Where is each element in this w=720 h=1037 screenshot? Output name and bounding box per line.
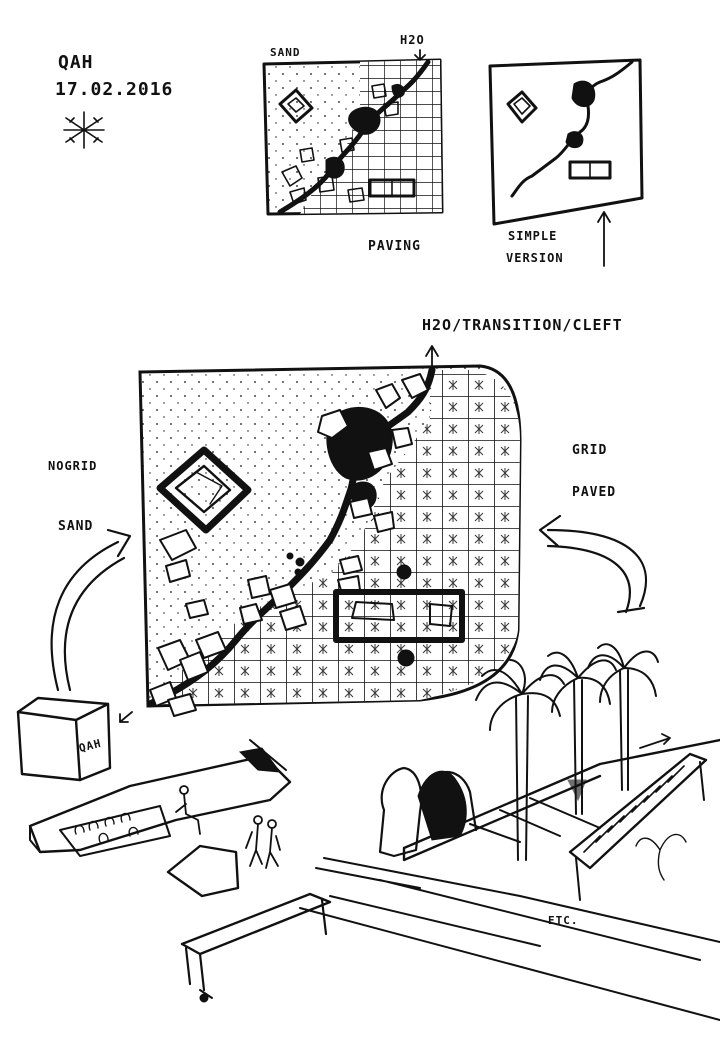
snowflake-icon — [63, 111, 105, 149]
palm-trees — [475, 643, 659, 861]
thumbnail-simple-frame — [488, 58, 644, 226]
caption-simple: SIMPLE — [508, 229, 557, 243]
label-grid: GRID — [572, 443, 607, 458]
kiosk-box: QAH — [16, 696, 112, 782]
main-plan-title: H2O/TRANSITION/CLEFT — [422, 316, 623, 334]
arrow-up-icon — [597, 211, 611, 267]
fountain-dot-2 — [397, 649, 415, 667]
wall-panel — [568, 752, 708, 870]
stepping-stones — [149, 373, 429, 717]
long-bench — [180, 892, 332, 956]
label-nogrid: NOGRID — [48, 459, 97, 473]
thumbnail-stones — [281, 83, 399, 205]
caption-version: VERSION — [506, 251, 564, 265]
curved-arrow-right-icon — [538, 514, 648, 614]
etc-label: ETC. — [548, 914, 579, 927]
small-arrow-icon — [119, 711, 133, 723]
kiosk-plan-square — [156, 446, 252, 534]
project-code: QAH — [58, 52, 94, 73]
kiosk-label: QAH — [78, 737, 103, 755]
header: QAH 17.02.2016 — [55, 52, 173, 149]
date-text: 17.02.2016 — [55, 79, 173, 100]
sidewalk-edge — [402, 738, 720, 862]
water-arrow-icon — [414, 49, 426, 61]
stone-slab — [166, 844, 240, 898]
main-plan: H2O/TRANSITION/CLEFT — [48, 316, 648, 717]
road-markings — [315, 857, 720, 961]
rectangular-pool — [333, 589, 465, 643]
shrub-right — [635, 833, 687, 881]
label-sand-main: SAND — [58, 519, 93, 534]
fountain-dot — [396, 564, 412, 580]
people-walking — [175, 785, 281, 869]
seating-platform — [28, 754, 292, 854]
water-channel — [146, 366, 436, 708]
label-paved: PAVED — [572, 485, 616, 500]
label-sand: SAND — [270, 46, 301, 59]
street-perspective: QAH — [16, 643, 720, 1021]
direction-arrow-icon — [639, 733, 671, 749]
planter — [59, 805, 171, 857]
label-water: H2O — [400, 33, 425, 47]
planter-shrubs — [74, 812, 139, 843]
thumbnail-paving-plan: SAND H2O PAVING — [262, 33, 444, 254]
label-paving: PAVING — [368, 239, 421, 254]
sculpture — [378, 766, 478, 858]
curved-arrow-left-icon — [50, 528, 132, 692]
thumbnail-simple-version: SIMPLE VERSION — [488, 58, 644, 267]
